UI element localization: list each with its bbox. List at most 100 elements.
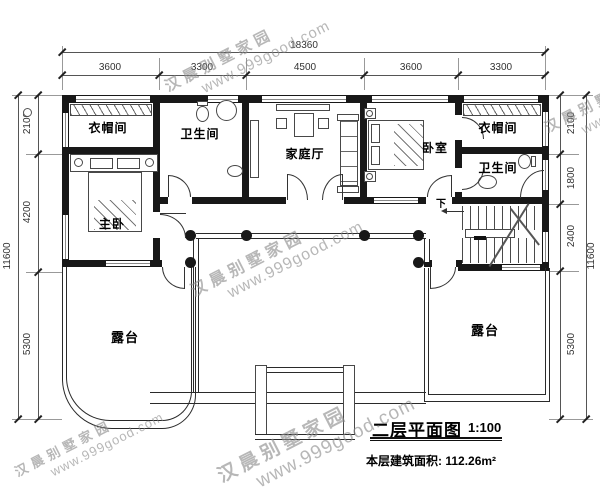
stair-black-marker <box>474 236 486 240</box>
door-french-right <box>322 174 343 200</box>
porch-column <box>343 365 355 438</box>
door-leaf <box>160 213 186 214</box>
balcony-railing <box>150 392 426 404</box>
pillow <box>371 124 380 143</box>
extension-line <box>62 46 63 90</box>
extension-line <box>549 154 579 155</box>
watermark-url: www.999good.com <box>252 393 419 493</box>
stair-handrail <box>465 229 515 238</box>
dim-top-seg-3: 4500 <box>293 62 317 73</box>
terrace-right-railing <box>424 268 550 402</box>
wall <box>153 197 168 204</box>
wall <box>424 260 432 267</box>
dim-line-right-segments <box>560 95 561 420</box>
lamp <box>145 158 154 167</box>
door-bedroom <box>427 175 452 197</box>
sofa <box>340 120 358 186</box>
dim-top-seg-1: 3600 <box>98 62 122 73</box>
wall <box>452 197 546 204</box>
wall <box>455 103 462 115</box>
wall <box>192 197 286 204</box>
drawing-scale: 1:100 <box>468 420 502 435</box>
dim-left-total: 11600 <box>2 242 13 270</box>
dim-line-top-total <box>62 52 546 53</box>
wall <box>456 260 462 267</box>
dim-left-seg-3: 5300 <box>22 332 33 356</box>
dim-top-seg-2: 3300 <box>190 62 214 73</box>
door-leaf <box>168 175 169 197</box>
wall <box>153 204 160 212</box>
porch-edge <box>267 367 343 373</box>
window <box>464 95 538 103</box>
toilet <box>518 154 531 169</box>
wall <box>242 103 249 204</box>
wardrobe <box>70 104 152 116</box>
sofa-armrest <box>337 114 359 121</box>
title-underline <box>370 440 502 441</box>
room-label-cloakroom-left: 衣帽间 <box>88 121 128 135</box>
floor-area: 本层建筑面积: 112.26m² <box>366 452 496 469</box>
dim-right-total: 11600 <box>586 242 597 270</box>
sink <box>227 165 243 177</box>
wall <box>360 103 367 204</box>
door-leaf <box>451 175 452 197</box>
stair-treads <box>462 206 540 230</box>
door-leaf <box>342 174 343 200</box>
porch-column <box>255 365 267 438</box>
terrace-left-railing <box>66 267 192 421</box>
window <box>542 232 549 262</box>
terrace-right-railing <box>428 268 546 395</box>
shower <box>216 100 237 121</box>
lamp <box>74 158 83 167</box>
tv-cabinet <box>250 120 259 178</box>
room-label-terrace-right: 露台 <box>470 323 499 338</box>
stair-down-arrowhead <box>441 208 447 214</box>
pillow <box>371 146 380 165</box>
wall <box>153 103 160 204</box>
coffee-table <box>294 113 314 137</box>
window <box>262 95 346 103</box>
chair <box>276 118 287 129</box>
window <box>372 95 448 103</box>
room-label-master-bedroom: 主卧 <box>98 217 125 231</box>
dim-left-seg-2: 4200 <box>22 200 33 224</box>
balcony-railing <box>424 239 430 262</box>
floor-area-label: 本层建筑面积: <box>366 454 442 468</box>
toilet <box>531 156 536 167</box>
quilt <box>394 124 423 166</box>
door-leaf <box>184 267 185 289</box>
window <box>502 264 540 271</box>
room-label-terrace-left: 露台 <box>110 330 139 345</box>
watermark: 汉晨别墅家园 www.999good.com <box>185 197 366 317</box>
extension-line <box>549 95 593 96</box>
column <box>359 230 370 241</box>
window <box>106 260 150 267</box>
window <box>76 95 150 103</box>
door-master-bedroom <box>160 214 186 238</box>
door-leaf <box>430 267 431 289</box>
door-leaf <box>287 174 288 200</box>
stair-down-arrow <box>446 211 464 212</box>
dim-right-seg-3: 2400 <box>566 224 577 248</box>
lamp <box>366 173 373 180</box>
toilet <box>197 101 208 106</box>
column <box>185 257 196 268</box>
wall <box>458 147 542 154</box>
window <box>62 215 69 259</box>
room-label-bathroom-left: 卫生间 <box>180 127 220 141</box>
dim-line-right-total <box>586 95 587 420</box>
axis-bubble <box>23 108 32 117</box>
extension-line <box>26 272 62 273</box>
stair-down-label: 下 <box>436 199 446 210</box>
quilt <box>94 200 136 230</box>
window <box>542 112 549 146</box>
porch-edge <box>255 434 355 440</box>
stair-treads <box>462 238 540 263</box>
pillow <box>117 158 140 169</box>
title-underline <box>370 437 502 439</box>
wall <box>455 140 462 168</box>
wall <box>62 147 153 154</box>
watermark-url: www.999good.com <box>198 17 333 97</box>
console-table <box>276 104 330 111</box>
watermark-url: www.999good.com <box>578 62 600 138</box>
